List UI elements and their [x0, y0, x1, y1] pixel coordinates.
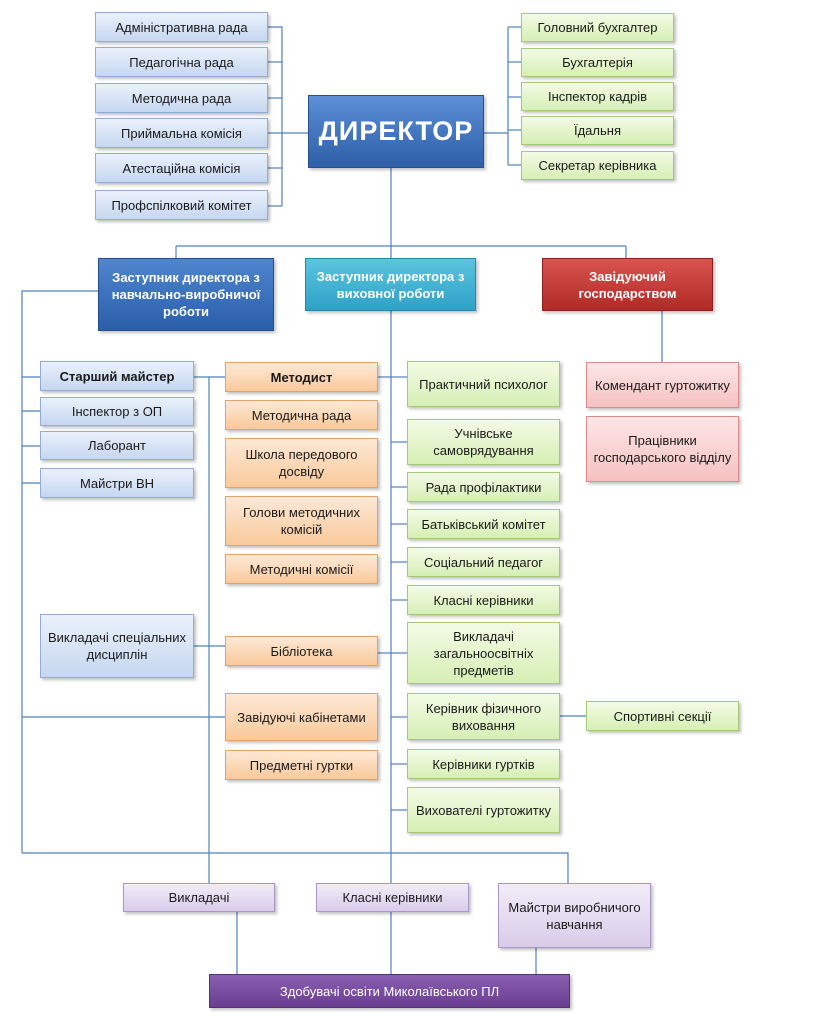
methodical-commission-heads: Голови методичних комісій: [225, 496, 378, 546]
class-teachers: Класні керівники: [407, 585, 560, 615]
pe-head: Керівник фізичного виховання: [407, 693, 560, 740]
bottom-class-teachers: Класні керівники: [316, 883, 469, 912]
library: Бібліотека: [225, 636, 378, 666]
council-admission: Приймальна комісія: [95, 118, 268, 148]
vocational-masters: Майстри ВН: [40, 468, 194, 498]
methodist: Методист: [225, 362, 378, 392]
student-self-government: Учнівське самоврядування: [407, 419, 560, 465]
safety-inspector: Інспектор з ОП: [40, 397, 194, 426]
deputy-education: Заступник директора з виховної роботи: [305, 258, 476, 311]
service-canteen: Їдальня: [521, 116, 674, 145]
club-leaders: Керівники гуртків: [407, 749, 560, 779]
council-administrative: Адміністративна рада: [95, 12, 268, 42]
service-secretary: Секретар керівника: [521, 151, 674, 180]
council-pedagogical: Педагогічна рада: [95, 47, 268, 77]
general-subject-teachers: Викладачі загальноосвітніх предметів: [407, 622, 560, 684]
lab-assistant: Лаборант: [40, 431, 194, 460]
senior-master: Старший майстер: [40, 361, 194, 391]
prevention-council: Рада профілактики: [407, 472, 560, 502]
bottom-teachers: Викладачі: [123, 883, 275, 912]
subject-clubs: Предметні гуртки: [225, 750, 378, 780]
service-hr-inspector: Інспектор кадрів: [521, 82, 674, 111]
methodical-council: Методична рада: [225, 400, 378, 430]
special-subject-teachers: Викладачі спеціальних дисциплін: [40, 614, 194, 678]
service-chief-accountant: Головний бухгалтер: [521, 13, 674, 42]
council-attestation: Атестаційна комісія: [95, 153, 268, 183]
sports-sections: Спортивні секції: [586, 701, 739, 731]
dormitory-educators: Вихователі гуртожитку: [407, 787, 560, 833]
practical-psychologist: Практичний психолог: [407, 361, 560, 407]
service-accounting: Бухгалтерія: [521, 48, 674, 77]
dormitory-commandant: Комендант гуртожитку: [586, 362, 739, 408]
council-trade-union: Профспілковий комітет: [95, 190, 268, 220]
students-box: Здобувачі освіти Миколаївського ПЛ: [209, 974, 570, 1008]
household-workers: Працівники господарського відділу: [586, 416, 739, 482]
deputy-production: Заступник директора з навчально-виробнич…: [98, 258, 274, 331]
cabinet-heads: Завідуючі кабінетами: [225, 693, 378, 741]
best-practice-school: Школа передового досвіду: [225, 438, 378, 488]
council-methodical: Методична рада: [95, 83, 268, 113]
deputy-household: Завідуючий господарством: [542, 258, 713, 311]
director-box: ДИРЕКТОР: [308, 95, 484, 168]
bottom-vocational-masters: Майстри виробничого навчання: [498, 883, 651, 948]
methodical-commissions: Методичні комісії: [225, 554, 378, 584]
social-pedagogue: Соціальний педагог: [407, 547, 560, 577]
parents-committee: Батьківський комітет: [407, 509, 560, 539]
